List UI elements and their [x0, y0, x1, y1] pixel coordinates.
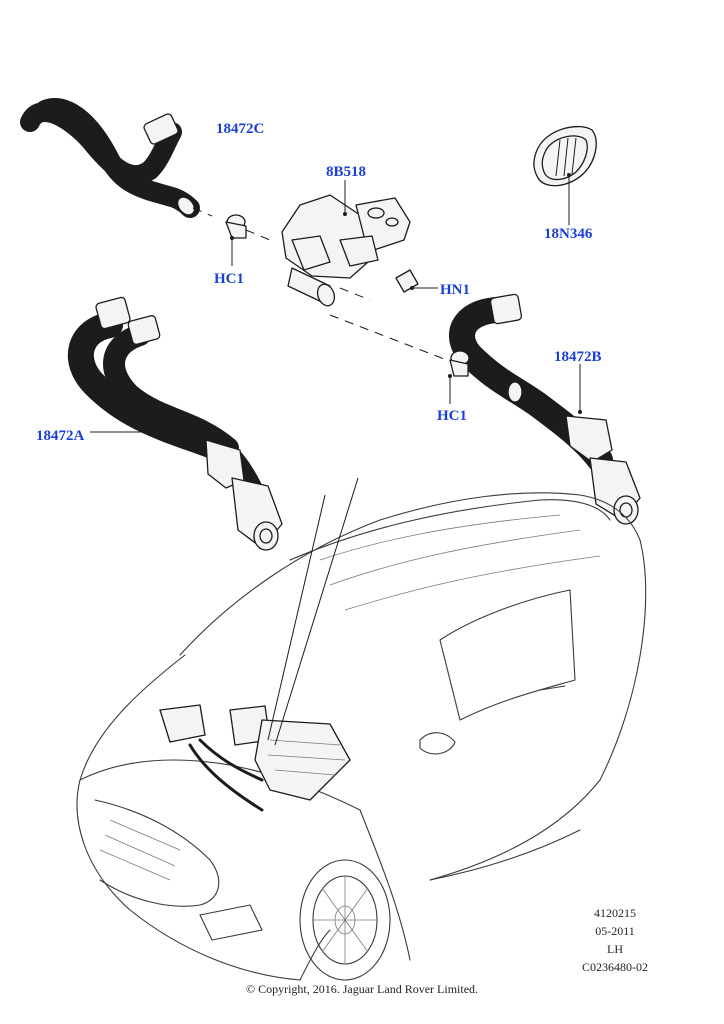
hose-18472b[interactable] [449, 293, 641, 525]
grommet-18n346[interactable] [533, 126, 597, 225]
callout-8b518[interactable]: 8B518 [326, 164, 366, 180]
illustration-code: C0236480-02 [582, 960, 648, 974]
drive-side: LH [607, 942, 623, 956]
callout-18472b[interactable]: 18472B [554, 349, 602, 365]
clip-hc1-bottom[interactable] [448, 350, 470, 404]
hose-18472a[interactable] [67, 296, 283, 551]
callout-18472c[interactable]: 18472C [216, 121, 264, 137]
callout-hc1-bottom[interactable]: HC1 [437, 408, 467, 424]
callout-18472a[interactable]: 18472A [36, 428, 85, 444]
illustration-date: 05-2011 [595, 924, 635, 938]
vehicle-outline [76, 477, 647, 981]
copyright-notice: © Copyright, 2016. Jaguar Land Rover Lim… [245, 982, 479, 996]
callout-hn1[interactable]: HN1 [440, 282, 470, 298]
illustration-number: 4120215 [594, 906, 636, 920]
clip-hc1-top[interactable] [225, 214, 271, 266]
clip-hn1[interactable] [395, 269, 438, 293]
callout-18n346[interactable]: 18N346 [544, 226, 593, 242]
callout-hc1-top[interactable]: HC1 [214, 271, 244, 287]
hose-18472c[interactable] [20, 98, 213, 218]
pump-8b518[interactable] [281, 180, 411, 308]
